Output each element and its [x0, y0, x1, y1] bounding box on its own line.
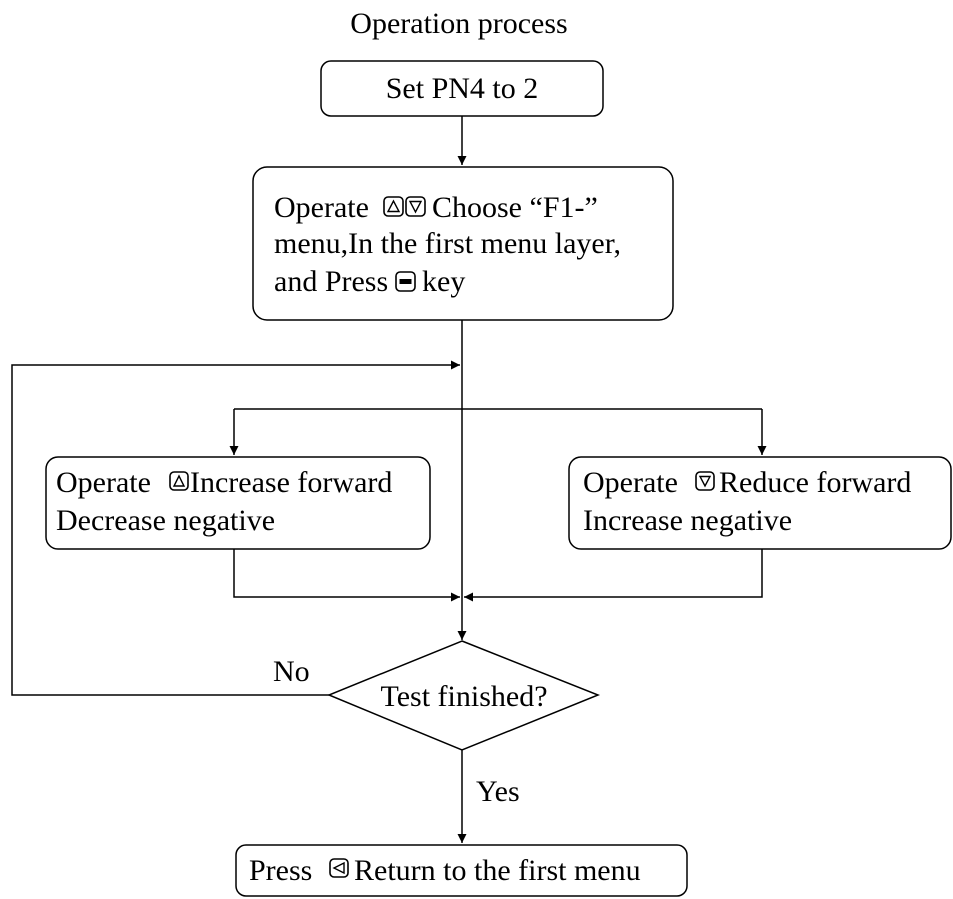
step-set-pn4: Set PN4 to 2: [320, 60, 604, 117]
enter-key-icon: [395, 271, 416, 292]
decision-test-finished: Test finished?: [327, 640, 601, 751]
step-set-pn4-label: Set PN4 to 2: [386, 72, 539, 105]
step-choose-menu: Operate Choose “F1-” menu,In the first m…: [252, 166, 674, 321]
step-choose-line2: menu,In the first menu layer,: [274, 227, 621, 260]
step-reduce-line2: Increase negative: [583, 504, 792, 537]
branch-label-no: No: [273, 655, 310, 688]
step-return-box: [235, 844, 688, 897]
down-key-icon: [405, 196, 426, 217]
arrow-no-loop: [11, 360, 460, 696]
step-choose-line3-pre: and Press: [274, 265, 388, 298]
step-return-post: Return to the first menu: [354, 854, 641, 887]
step-choose-line3-post: key: [422, 265, 465, 298]
up-key-icon: [169, 471, 189, 491]
step-choose-menu-box: [252, 166, 674, 321]
up-key-icon: [383, 196, 404, 217]
arrow-reduce-merge: [464, 549, 763, 602]
step-increase-line2: Decrease negative: [56, 504, 275, 537]
down-key-icon: [695, 471, 715, 491]
step-increase-line1-post: Increase forward: [190, 466, 392, 499]
step-increase-line1-pre: Operate: [56, 466, 151, 499]
step-reduce-box: [568, 456, 952, 550]
arrow-increase-merge: [233, 549, 460, 602]
step-choose-line1-pre: Operate: [274, 191, 369, 224]
diagram-title: Operation process: [350, 7, 567, 40]
step-increase-box: [45, 456, 431, 550]
step-reduce-line1-pre: Operate: [583, 466, 678, 499]
step-return: Press Return to the first menu: [235, 844, 688, 897]
decision-label: Test finished?: [380, 680, 547, 713]
left-key-icon: [329, 858, 349, 878]
step-reduce-line1-post: Reduce forward: [719, 466, 911, 499]
step-return-pre: Press: [249, 854, 312, 887]
step-reduce: Operate Reduce forward Increase negative: [568, 456, 952, 550]
step-choose-line1-post: Choose “F1-”: [432, 191, 598, 224]
step-increase: Operate Increase forward Decrease negati…: [45, 456, 431, 550]
branch-label-yes: Yes: [476, 775, 520, 808]
